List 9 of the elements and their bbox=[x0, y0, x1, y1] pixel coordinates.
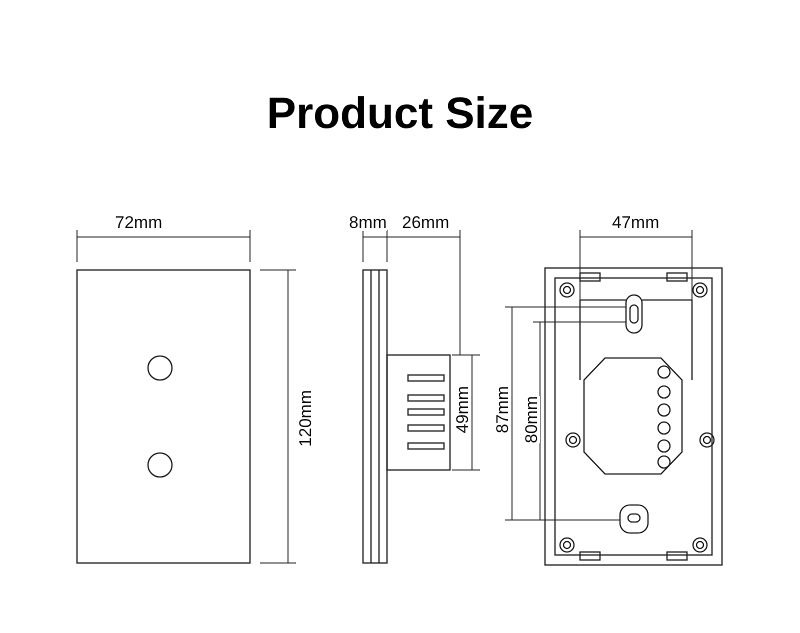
dimension-label: 26mm bbox=[402, 214, 450, 231]
dimension-label: 87mm bbox=[494, 386, 511, 434]
title: Product Size bbox=[266, 92, 534, 136]
dimension-label: 8mm bbox=[349, 214, 387, 231]
dimension-label: 47mm bbox=[612, 214, 660, 231]
dimension-label: 72mm bbox=[115, 214, 162, 231]
dimension-label: 120mm bbox=[297, 390, 314, 447]
dimension-label: 80mm bbox=[523, 396, 540, 444]
dimension-label: 49mm bbox=[454, 386, 471, 434]
